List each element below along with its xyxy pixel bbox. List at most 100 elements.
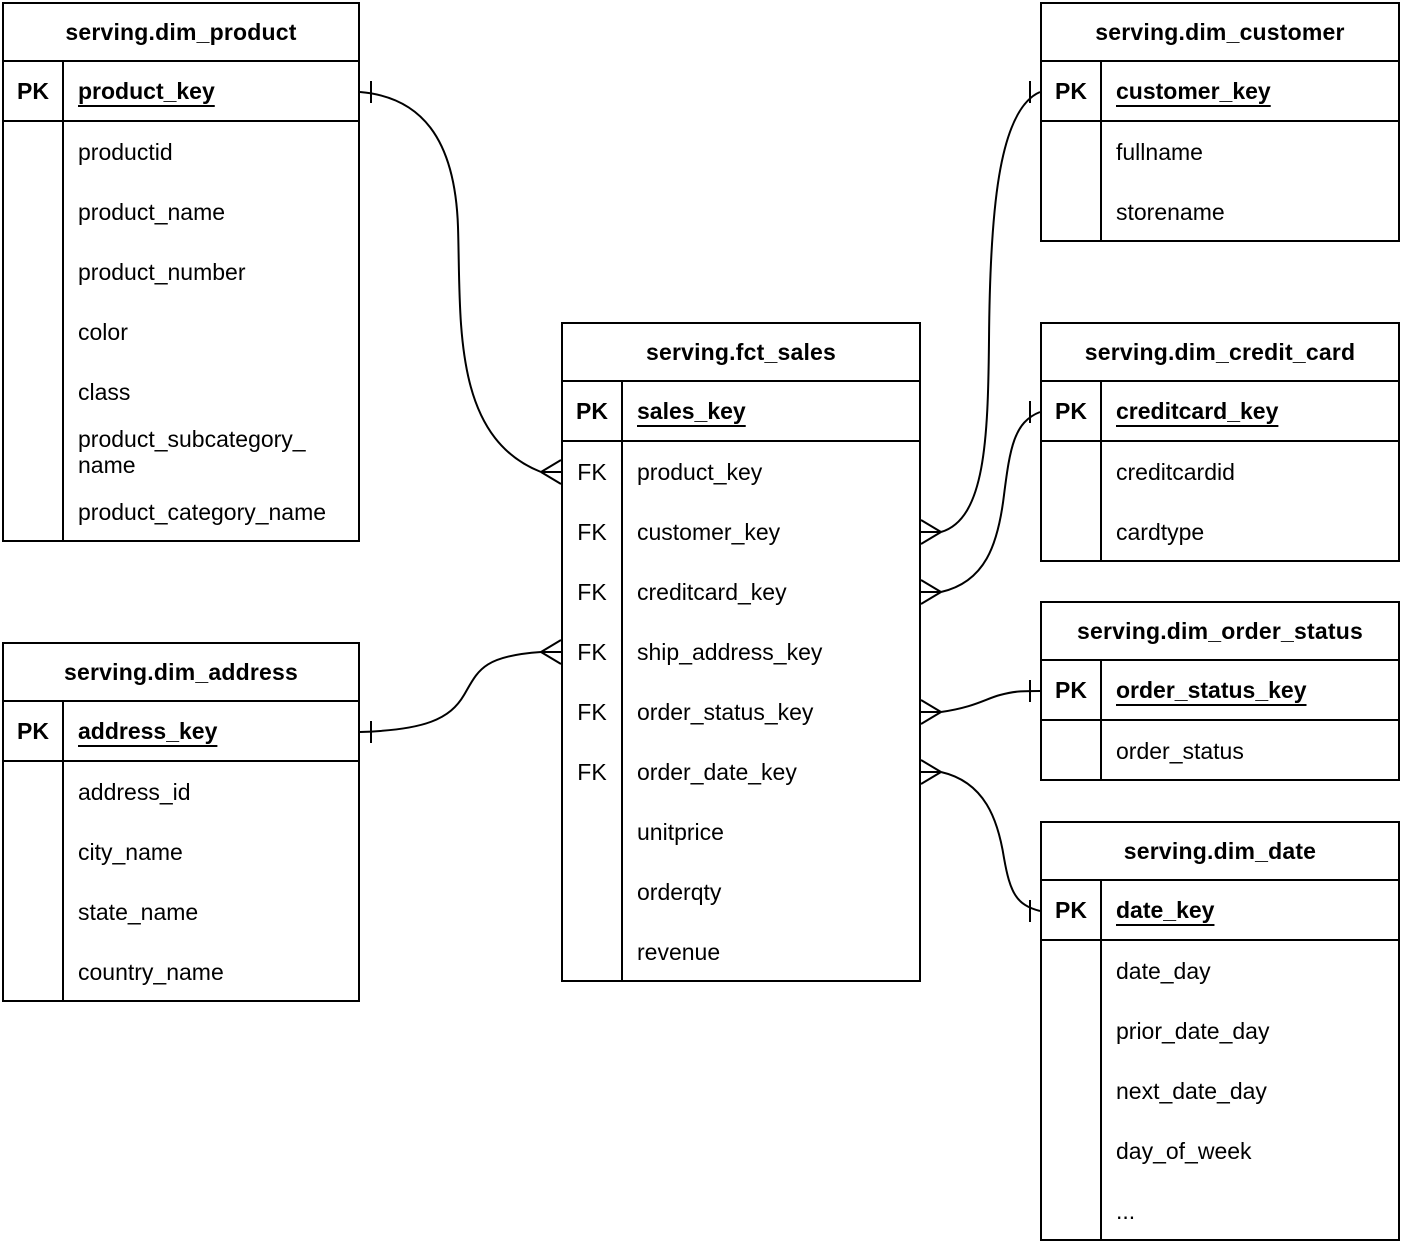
crow-foot-marker (920, 759, 942, 785)
fk-label: FK (563, 742, 623, 802)
field-name: cardtype (1116, 519, 1205, 545)
table-row: FK order_status_key (563, 682, 919, 742)
table-row: fullname (1042, 122, 1398, 182)
table-row: order_status (1042, 721, 1398, 781)
fk-label: FK (563, 622, 623, 682)
field-name: product_number (78, 259, 246, 285)
field-name: creditcardid (1116, 459, 1235, 485)
key-label (1042, 502, 1102, 562)
field-name: next_date_day (1116, 1078, 1267, 1104)
pk-row: PK order_status_key (1042, 661, 1398, 721)
pk-row: PK creditcard_key (1042, 382, 1398, 442)
table-row: creditcardid (1042, 442, 1398, 502)
key-label (563, 922, 623, 982)
table-row: country_name (4, 942, 358, 1002)
pk-field-name: address_key (78, 718, 218, 744)
table-title: serving.dim_product (4, 4, 358, 62)
key-label (4, 942, 64, 1002)
field-name: fullname (1116, 139, 1203, 165)
pk-row: PK product_key (4, 62, 358, 122)
field-name: country_name (78, 959, 224, 985)
fk-label: FK (563, 562, 623, 622)
field-name: order_date_key (637, 759, 797, 785)
table-row: date_day (1042, 941, 1398, 1001)
key-label (1042, 1181, 1102, 1241)
table-row: product_category_name (4, 482, 358, 542)
field-name: product_name (78, 199, 226, 225)
key-label (563, 862, 623, 922)
key-label (4, 182, 64, 242)
pk-field-name: creditcard_key (1116, 398, 1279, 424)
field-name: orderqty (637, 879, 722, 905)
field-name: prior_date_day (1116, 1018, 1270, 1044)
pk-label: PK (563, 382, 623, 440)
field-name: order_status (1116, 738, 1244, 764)
table-row: FK ship_address_key (563, 622, 919, 682)
field-name: revenue (637, 939, 721, 965)
table-row: FK order_date_key (563, 742, 919, 802)
table-row: unitprice (563, 802, 919, 862)
table-title: serving.dim_credit_card (1042, 324, 1398, 382)
field-name: customer_key (637, 519, 781, 545)
table-title: serving.dim_customer (1042, 4, 1398, 62)
table-row: state_name (4, 882, 358, 942)
field-name: order_status_key (637, 699, 814, 725)
fk-label: FK (563, 502, 623, 562)
pk-label: PK (1042, 881, 1102, 939)
field-name: address_id (78, 779, 191, 805)
pk-row: PK date_key (1042, 881, 1398, 941)
crow-foot-marker (920, 579, 942, 605)
table-title: serving.dim_date (1042, 823, 1398, 881)
table-dim-date: serving.dim_date PK date_key date_day pr… (1040, 821, 1400, 1241)
pk-field-name: order_status_key (1116, 677, 1307, 703)
field-name: city_name (78, 839, 183, 865)
field-name: ... (1116, 1198, 1136, 1224)
key-label (4, 482, 64, 542)
field-name: class (78, 379, 131, 405)
key-label (4, 882, 64, 942)
pk-row: PK customer_key (1042, 62, 1398, 122)
fk-label: FK (563, 442, 623, 502)
key-label (4, 822, 64, 882)
key-label (563, 802, 623, 862)
table-row: FK product_key (563, 442, 919, 502)
key-label (4, 422, 64, 482)
field-name: product_key (637, 459, 763, 485)
key-label (4, 122, 64, 182)
relationship-sales-to-date (920, 759, 1041, 922)
pk-field-name: customer_key (1116, 78, 1271, 104)
key-label (4, 242, 64, 302)
table-row: FK customer_key (563, 502, 919, 562)
relationship-address-to-sales (359, 639, 562, 743)
table-row: prior_date_day (1042, 1001, 1398, 1061)
crow-foot-marker (540, 639, 562, 665)
key-label (4, 362, 64, 422)
field-name: day_of_week (1116, 1138, 1252, 1164)
table-title: serving.dim_order_status (1042, 603, 1398, 661)
key-label (1042, 182, 1102, 242)
key-label (1042, 1061, 1102, 1121)
key-label (1042, 122, 1102, 182)
key-label (4, 302, 64, 362)
key-label (1042, 721, 1102, 781)
pk-label: PK (1042, 382, 1102, 440)
pk-row: PK address_key (4, 702, 358, 762)
table-row: address_id (4, 762, 358, 822)
table-row: product_name (4, 182, 358, 242)
key-label (4, 762, 64, 822)
table-row: product_number (4, 242, 358, 302)
table-row: product_subcategory_ name (4, 422, 358, 482)
table-row: ... (1042, 1181, 1398, 1241)
relationship-product-to-sales (359, 81, 562, 485)
table-dim-credit-card: serving.dim_credit_card PK creditcard_ke… (1040, 322, 1400, 562)
table-dim-product: serving.dim_product PK product_key produ… (2, 2, 360, 542)
table-row: FK creditcard_key (563, 562, 919, 622)
field-name: ship_address_key (637, 639, 823, 665)
key-label (1042, 941, 1102, 1001)
crow-foot-marker (920, 699, 942, 725)
table-row: orderqty (563, 862, 919, 922)
field-name: unitprice (637, 819, 724, 845)
table-dim-order-status: serving.dim_order_status PK order_status… (1040, 601, 1400, 781)
table-row: cardtype (1042, 502, 1398, 562)
